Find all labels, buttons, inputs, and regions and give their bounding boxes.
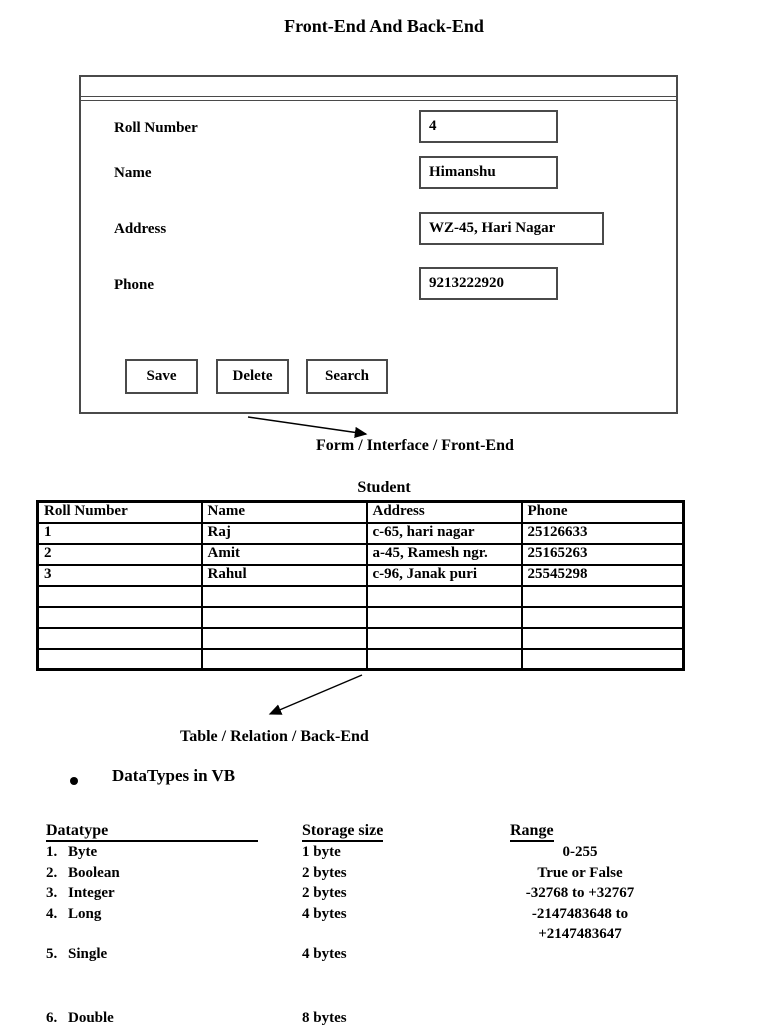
datatype-range: -2147483648 to [531,906,629,922]
table-cell: 1 [36,521,203,545]
table-header-row: Roll Number Name Address Phone [36,500,685,524]
table-cell [365,605,523,629]
datatype-row-number: 3. [46,885,58,901]
datatype-row-number: 4. [46,906,58,922]
table-cell: 2 [36,542,203,566]
table-cell: a-45, Ramesh ngr. [365,542,523,566]
roll-number-field[interactable] [419,110,558,143]
name-field[interactable] [419,156,558,189]
form-window: Roll Number Name Address Phone Save Dele… [79,75,678,414]
datatype-column-header: Datatype [46,822,258,842]
datatypes-heading: DataTypes in VB [112,766,236,785]
table-cell [520,647,685,671]
datatype-size: 2 bytes [302,885,347,901]
table-header-cell: Address [365,500,523,524]
datatype-row-number: 2. [46,865,58,881]
table-cell [200,626,368,650]
table-cell [36,647,203,671]
table-row-empty [36,647,685,671]
datatype-row-number: 1. [46,844,58,860]
delete-button[interactable]: Delete [216,359,289,394]
name-label: Name [114,165,152,181]
table-row: 1 Raj c-65, hari nagar 25126633 [36,521,685,545]
datatype-name: Double [68,1010,114,1026]
form-titlebar [81,77,676,97]
phone-label: Phone [114,277,155,293]
datatype-name: Single [68,946,108,962]
arrow-to-form-caption-icon [247,416,368,438]
table-header-cell: Phone [520,500,685,524]
table-caption: Table / Relation / Back-End [180,728,369,745]
table-cell [365,584,523,608]
page-title: Front-End And Back-End [284,16,484,36]
table-cell [520,626,685,650]
datatype-range-line2: +2147483647 [538,926,622,942]
datatype-row-number: 6. [46,1010,58,1026]
datatype-size: 1 byte [302,844,341,860]
table-cell: 25165263 [520,542,685,566]
storage-size-column-header: Storage size [302,822,384,842]
table-cell [365,626,523,650]
datatype-row-number: 5. [46,946,58,962]
table-cell [520,584,685,608]
table-row-empty [36,626,685,650]
table-cell: 25126633 [520,521,685,545]
datatype-size: 4 bytes [302,906,347,922]
datatype-name: Integer [68,885,115,901]
table-cell: Amit [200,542,368,566]
table-cell: c-96, Janak puri [365,563,523,587]
datatype-name: Long [68,906,102,922]
datatype-name: Boolean [68,865,120,881]
datatype-range: True or False [537,865,623,881]
save-button[interactable]: Save [125,359,198,394]
table-row: 3 Rahul c-96, Janak puri 25545298 [36,563,685,587]
table-cell [200,605,368,629]
table-header-cell: Name [200,500,368,524]
table-row-empty [36,584,685,608]
range-column-header: Range [510,822,554,842]
datatype-size: 4 bytes [302,946,347,962]
table-cell [36,626,203,650]
student-table: Roll Number Name Address Phone 1 Raj c-6… [36,500,685,671]
table-cell [200,584,368,608]
roll-number-label: Roll Number [114,120,198,136]
datatype-range: -32768 to +32767 [525,885,635,901]
datatype-size: 8 bytes [302,1010,347,1026]
address-label: Address [114,221,167,237]
datatype-name: Byte [68,844,98,860]
table-row: 2 Amit a-45, Ramesh ngr. 25165263 [36,542,685,566]
arrow-to-table-caption-icon [268,674,363,715]
table-cell [36,584,203,608]
student-table-title: Student [357,479,411,496]
table-cell: Rahul [200,563,368,587]
search-button[interactable]: Search [306,359,388,394]
table-cell [520,605,685,629]
bullet-icon [70,777,78,785]
table-cell [200,647,368,671]
table-cell: c-65, hari nagar [365,521,523,545]
address-field[interactable] [419,212,604,245]
table-cell: 3 [36,563,203,587]
form-caption: Form / Interface / Front-End [316,437,514,454]
table-cell [365,647,523,671]
form-body-divider [81,100,676,101]
table-row-empty [36,605,685,629]
table-header-cell: Roll Number [36,500,203,524]
datatype-range: 0-255 [562,844,598,860]
table-cell [36,605,203,629]
phone-field[interactable] [419,267,558,300]
table-cell: 25545298 [520,563,685,587]
datatype-size: 2 bytes [302,865,347,881]
table-cell: Raj [200,521,368,545]
